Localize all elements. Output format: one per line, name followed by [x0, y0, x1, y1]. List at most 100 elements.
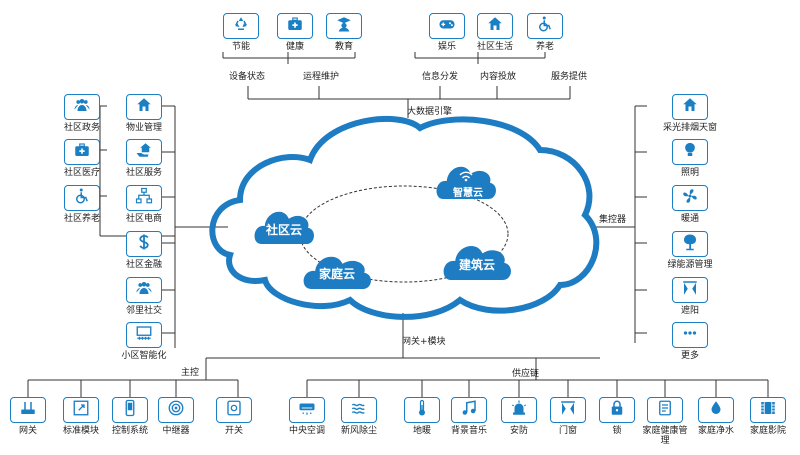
bottom-right-item-4-label: 安防	[509, 426, 529, 436]
right-item-2-button[interactable]	[672, 185, 708, 211]
module-icon	[72, 399, 90, 421]
bottom-left-item-0-button[interactable]	[10, 397, 46, 423]
bottom-right-item-6-button[interactable]	[599, 397, 635, 423]
top-item-2-button[interactable]	[326, 13, 362, 39]
cloud-label-smart: 智慧云	[453, 188, 483, 199]
music-icon	[460, 399, 478, 421]
first-aid-kit-icon	[286, 15, 304, 37]
right-item-0-label: 采光排烟天窗	[662, 123, 718, 133]
right-item-1-button[interactable]	[672, 139, 708, 165]
people-icon	[135, 279, 153, 301]
service-label-remote-maintenance: 运程维护	[303, 72, 340, 82]
curtain-icon	[559, 399, 577, 421]
bottom-right-item-0-label: 中央空调	[288, 426, 326, 436]
wifi-icon	[459, 171, 473, 179]
right-item-4-label: 遮阳	[680, 306, 700, 316]
first-aid-kit-icon	[73, 141, 91, 163]
bottom-left-item-3-button[interactable]	[158, 397, 194, 423]
bottom-right-item-3-button[interactable]	[451, 397, 487, 423]
left-col2-item-2-button[interactable]	[126, 185, 162, 211]
building-icon	[135, 324, 153, 346]
router-icon	[19, 399, 37, 421]
bottom-left-item-4-label: 开关	[224, 426, 244, 436]
wheelchair-icon	[536, 15, 554, 37]
top-item-3-label: 娱乐	[437, 42, 457, 52]
service-label-content-delivery: 内容投放	[480, 72, 517, 82]
bottom-right-item-5-button[interactable]	[550, 397, 586, 423]
bottom-right-item-1-button[interactable]	[341, 397, 377, 423]
top-item-1-button[interactable]	[277, 13, 313, 39]
left-col2-item-4-button[interactable]	[126, 277, 162, 303]
bottom-right-item-8-button[interactable]	[698, 397, 734, 423]
hand-house-icon	[135, 141, 153, 163]
bottom-left-item-1-button[interactable]	[63, 397, 99, 423]
people-icon	[73, 96, 91, 118]
graduate-icon	[335, 15, 353, 37]
bottom-right-item-9-label: 家庭影院	[749, 426, 787, 436]
tree-icon	[681, 233, 699, 255]
right-item-0-button[interactable]	[672, 94, 708, 120]
water-icon	[707, 399, 725, 421]
cloud-label-building: 建筑云	[458, 258, 496, 272]
recycle-icon	[232, 15, 250, 37]
aircon-icon	[298, 399, 316, 421]
bottom-right-item-2-label: 地暖	[412, 426, 432, 436]
service-label-service-provision: 服务提供	[551, 72, 588, 82]
left-col2-item-0-label: 物业管理	[125, 123, 163, 133]
gamepad-icon	[438, 15, 456, 37]
bottom-left-item-2-button[interactable]	[112, 397, 148, 423]
wifi-dot	[464, 178, 468, 182]
left-col2-item-5-button[interactable]	[126, 322, 162, 348]
right-item-3-button[interactable]	[672, 231, 708, 257]
left-col2-item-2-label: 社区电商	[125, 214, 163, 224]
house-icon	[486, 15, 504, 37]
big-cloud-outline	[209, 116, 600, 320]
right-item-5-label: 更多	[680, 351, 700, 361]
bottom-right-item-1-label: 新风除尘	[340, 426, 378, 436]
house-icon	[681, 96, 699, 118]
engine-label: 大数据引擎	[407, 107, 453, 117]
right-item-1-label: 照明	[680, 168, 700, 178]
bottom-right-item-4-button[interactable]	[501, 397, 537, 423]
master-control-label: 主控	[181, 368, 200, 378]
controller-label: 集控器	[599, 215, 627, 225]
alarm-icon	[510, 399, 528, 421]
switch-icon	[225, 399, 243, 421]
service-label-info-distribution: 信息分发	[422, 72, 459, 82]
curtain-icon	[681, 279, 699, 301]
top-item-0-button[interactable]	[223, 13, 259, 39]
left-col1-item-1-button[interactable]	[64, 139, 100, 165]
bottom-left-item-2-label: 控制系统	[111, 426, 149, 436]
top-item-4-button[interactable]	[477, 13, 513, 39]
bottom-right-item-2-button[interactable]	[404, 397, 440, 423]
bottom-right-item-7-button[interactable]	[647, 397, 683, 423]
bottom-right-item-7-label: 家庭健康管理	[642, 426, 688, 446]
bottom-right-item-0-button[interactable]	[289, 397, 325, 423]
bottom-right-item-6-label: 锁	[612, 426, 622, 436]
gateway-label: 网关+模块	[402, 337, 446, 347]
left-col1-item-2-button[interactable]	[64, 185, 100, 211]
supply-chain-label: 供应链	[512, 369, 540, 379]
film-icon	[759, 399, 777, 421]
right-item-5-button[interactable]	[672, 322, 708, 348]
top-item-3-button[interactable]	[429, 13, 465, 39]
wheelchair-icon	[73, 187, 91, 209]
cloud-label-home: 家庭云	[318, 267, 356, 281]
bottom-left-item-4-button[interactable]	[216, 397, 252, 423]
bottom-right-item-8-label: 家庭净水	[697, 426, 735, 436]
right-item-4-button[interactable]	[672, 277, 708, 303]
left-col1-item-2-label: 社区养老	[63, 214, 101, 224]
house-icon	[135, 96, 153, 118]
left-col2-item-3-button[interactable]	[126, 231, 162, 257]
left-col2-item-1-label: 社区服务	[125, 168, 163, 178]
right-item-3-label: 绿能源管理	[667, 260, 713, 270]
left-col2-item-1-button[interactable]	[126, 139, 162, 165]
left-col1-item-0-button[interactable]	[64, 94, 100, 120]
left-col2-item-5-label: 小区智能化	[121, 351, 167, 361]
network-icon	[135, 187, 153, 209]
left-col2-item-0-button[interactable]	[126, 94, 162, 120]
lock-icon	[608, 399, 626, 421]
bottom-right-item-9-button[interactable]	[750, 397, 786, 423]
top-item-5-button[interactable]	[527, 13, 563, 39]
